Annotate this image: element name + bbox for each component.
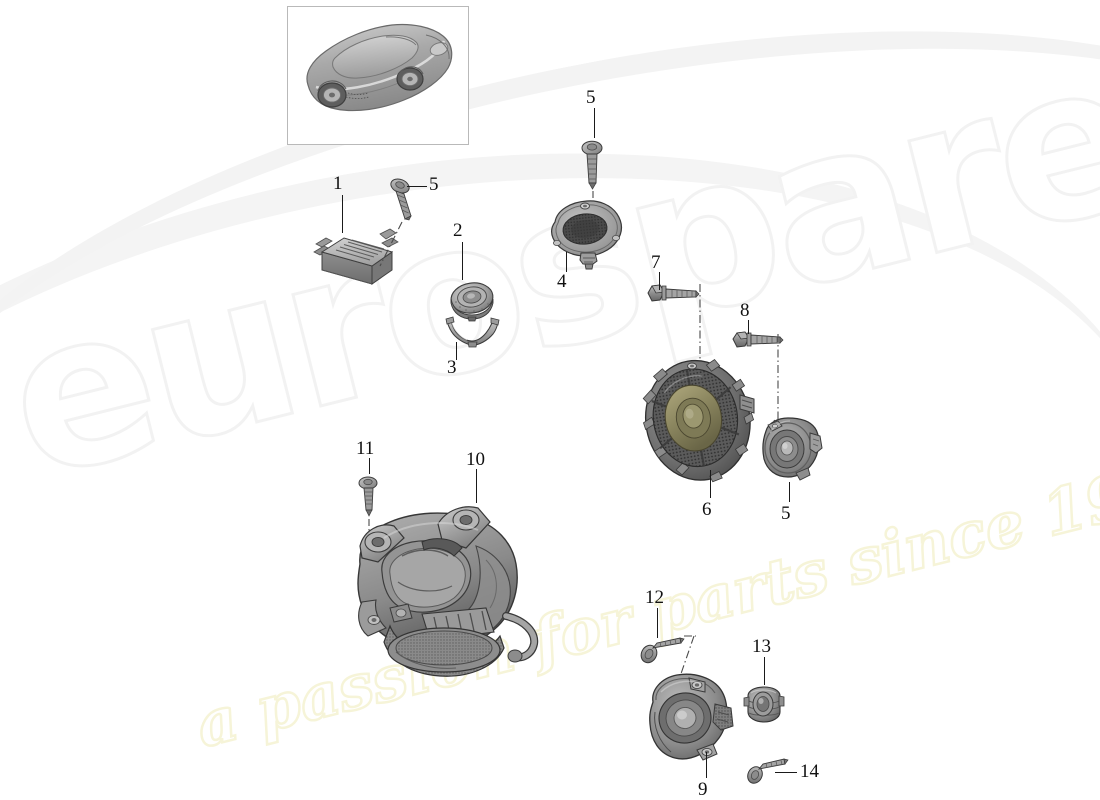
car-illustration-icon [306,23,453,112]
leader-line-11 [476,469,478,503]
leader-line-8a [659,272,661,290]
rear-speaker[interactable] [643,668,743,776]
leader-line-8b [748,320,750,334]
hexagon-head-bolt-lower[interactable] [730,328,786,358]
leader-line-13 [764,657,766,685]
tweeter-retaining-ring[interactable] [443,316,501,350]
callout-label-9: 9 [698,779,708,800]
leader-line-1 [342,195,344,233]
subwoofer-assembly[interactable] [338,486,558,692]
callout-label-4: 4 [557,271,567,292]
callout-label-14: 14 [800,761,819,782]
leader-line-14 [775,772,797,774]
leader-line-5b [594,108,596,138]
callout-label-1: 1 [333,173,343,194]
leader-line-7 [710,470,712,498]
tapping-screw[interactable] [746,756,790,786]
callout-label-5b: 5 [586,87,596,108]
callout-label-11: 10 [466,449,485,470]
callout-label-10: 12 [645,587,664,608]
subwoofer-screw[interactable] [355,474,385,522]
leader-line-10 [657,608,659,638]
mid-range-speaker[interactable] [758,415,824,487]
leader-line-3 [456,342,458,360]
fillister-head-screw-right[interactable] [578,138,610,192]
dashboard-speaker[interactable] [541,196,633,276]
callout-label-8a: 7 [651,252,661,273]
leader-line-2 [462,242,464,280]
callout-label-5a: 5 [429,174,439,195]
callout-label-6: 5 [781,503,791,524]
leader-line-5a [407,186,427,188]
callout-label-7: 6 [702,499,712,520]
hexagon-head-bolt-upper[interactable] [644,281,702,313]
callout-label-8b: 8 [740,300,750,321]
assembly-axis-8b [773,334,783,429]
amplifier-module[interactable] [310,222,402,292]
leader-line-9 [706,752,708,778]
fillister-head-screw-left[interactable] [387,176,419,226]
callout-label-2: 2 [453,220,463,241]
door-woofer-speaker[interactable] [640,355,760,490]
speaker-grommet[interactable] [742,684,786,726]
callout-label-3: 3 [447,357,457,378]
pan-head-screw[interactable] [640,636,686,666]
vehicle-thumbnail-box [287,6,469,145]
leader-line-6 [789,482,791,502]
assembly-axis-5a [379,221,403,267]
callout-label-13: 13 [752,636,771,657]
callout-label-12: 11 [356,438,375,459]
leader-line-12 [369,458,371,474]
tweeter[interactable] [446,278,498,322]
leader-line-4 [566,252,568,272]
